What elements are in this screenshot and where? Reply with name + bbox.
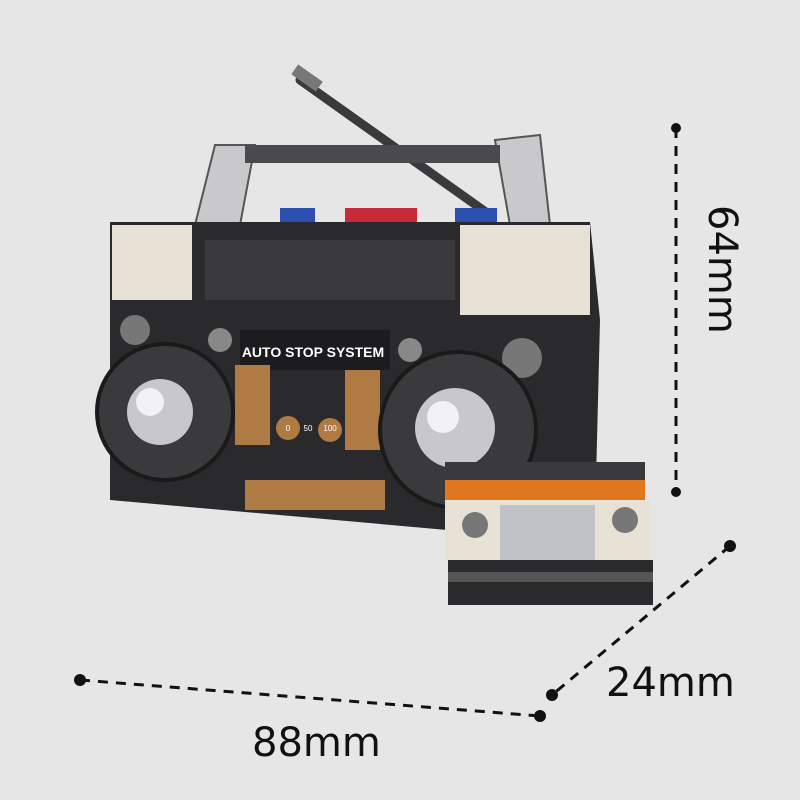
antenna bbox=[291, 64, 495, 220]
dial-mark: 100 bbox=[323, 424, 337, 433]
dimension-depth-line bbox=[546, 540, 736, 701]
width-dimension-label: 88mm bbox=[252, 720, 381, 766]
dial-mark: 0 bbox=[286, 424, 291, 433]
panel-label: AUTO STOP SYSTEM bbox=[242, 344, 384, 360]
dial-mark: 50 bbox=[304, 424, 313, 433]
handle bbox=[193, 133, 552, 226]
dimension-width-line bbox=[74, 674, 546, 722]
depth-dimension-label: 24mm bbox=[606, 660, 735, 706]
tuning-dial: 0 50 100 bbox=[276, 416, 342, 442]
top-button-blue-right bbox=[455, 208, 497, 222]
dimension-height-line bbox=[671, 123, 681, 497]
top-button-blue bbox=[280, 208, 315, 222]
top-button-red bbox=[345, 208, 417, 222]
cassette-tape bbox=[445, 462, 653, 605]
speaker-left bbox=[95, 342, 235, 482]
height-dimension-label: 64mm bbox=[699, 205, 745, 334]
